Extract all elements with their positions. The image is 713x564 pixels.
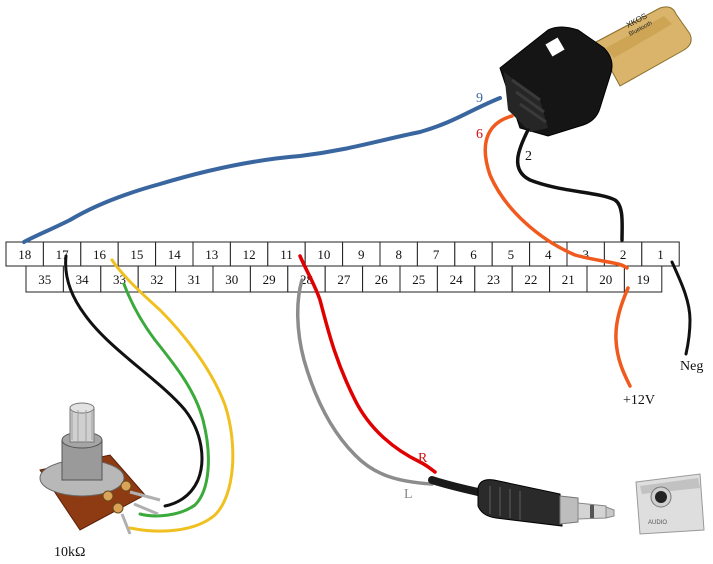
pin-label: 22 [524, 272, 537, 287]
pin-cell [379, 241, 418, 267]
yellow-wire [110, 258, 235, 533]
pin-cell [192, 241, 231, 267]
gray-wire [296, 278, 434, 486]
pin-cell [175, 265, 214, 293]
pin-label: 4 [545, 247, 552, 262]
resistance-label: 10kΩ [54, 545, 85, 560]
pin-label: 13 [205, 247, 218, 262]
pin-label: 15 [130, 247, 143, 262]
wire-6-label: 6 [476, 127, 483, 142]
audio-panel-label: AUDIO [648, 520, 667, 526]
pin-label: 6 [470, 247, 477, 262]
pin-label: 21 [562, 272, 575, 287]
left-channel-label: L [404, 487, 413, 502]
pin-label: 11 [280, 247, 293, 262]
wire-2-label: 2 [525, 149, 532, 164]
pin-label: 26 [375, 272, 389, 287]
pin-label: 35 [38, 272, 51, 287]
right-channel-label: R [418, 451, 428, 466]
pin-label: 32 [150, 272, 163, 287]
pin-label: 10 [317, 247, 330, 262]
pin-label: 31 [188, 272, 201, 287]
pin-cell [529, 241, 568, 267]
pin-label: 1 [657, 247, 664, 262]
pin-cell [454, 241, 493, 267]
pin-label: 34 [76, 272, 90, 287]
pin-label: 19 [637, 272, 650, 287]
neg-wire [670, 260, 692, 356]
orange-wire [483, 114, 629, 270]
pin-cell [623, 265, 663, 293]
pin-cell [267, 241, 306, 267]
pin-label: 2 [620, 247, 627, 262]
pin-label: 24 [450, 272, 464, 287]
green-wire [122, 282, 210, 518]
wire-9-label: 9 [476, 91, 483, 106]
pin-cell [474, 265, 513, 293]
pin-label: 8 [395, 247, 402, 262]
neg-label: Neg [680, 359, 703, 374]
pin-cell [549, 265, 588, 293]
pin-label: 12 [243, 247, 256, 262]
potentiometer [39, 402, 161, 535]
plus12v-label: +12V [623, 393, 655, 408]
red-wire [298, 254, 437, 474]
pin-cell [137, 265, 177, 293]
pin-label: 7 [433, 247, 440, 262]
audio-plug [428, 476, 615, 527]
pin-cell [229, 241, 269, 267]
blue-wire [22, 96, 502, 244]
pin-cell [304, 241, 344, 267]
pin-label: 18 [18, 247, 31, 262]
black-wire-pot [64, 254, 204, 508]
pin-cell [586, 265, 625, 293]
pin-label: 3 [582, 247, 589, 262]
pin-label: 27 [337, 272, 351, 287]
pin-cell [491, 241, 531, 267]
pin-label: 9 [358, 247, 365, 262]
pin-label: 23 [487, 272, 500, 287]
pin-label: 14 [168, 247, 182, 262]
pin-label: 25 [412, 272, 425, 287]
audio-jack-panel: AUDIO [635, 473, 705, 535]
pin-label: 30 [225, 272, 238, 287]
plus12v-wire [614, 286, 632, 388]
pin-label: 29 [263, 272, 276, 287]
pin-label: 16 [93, 247, 107, 262]
pin-label: 20 [599, 272, 612, 287]
pin-label: 5 [508, 247, 515, 262]
bluetooth-module: XKOS Bluetooth [499, 6, 692, 137]
pin-cell [5, 241, 44, 267]
black-wire-pin2 [515, 128, 624, 242]
